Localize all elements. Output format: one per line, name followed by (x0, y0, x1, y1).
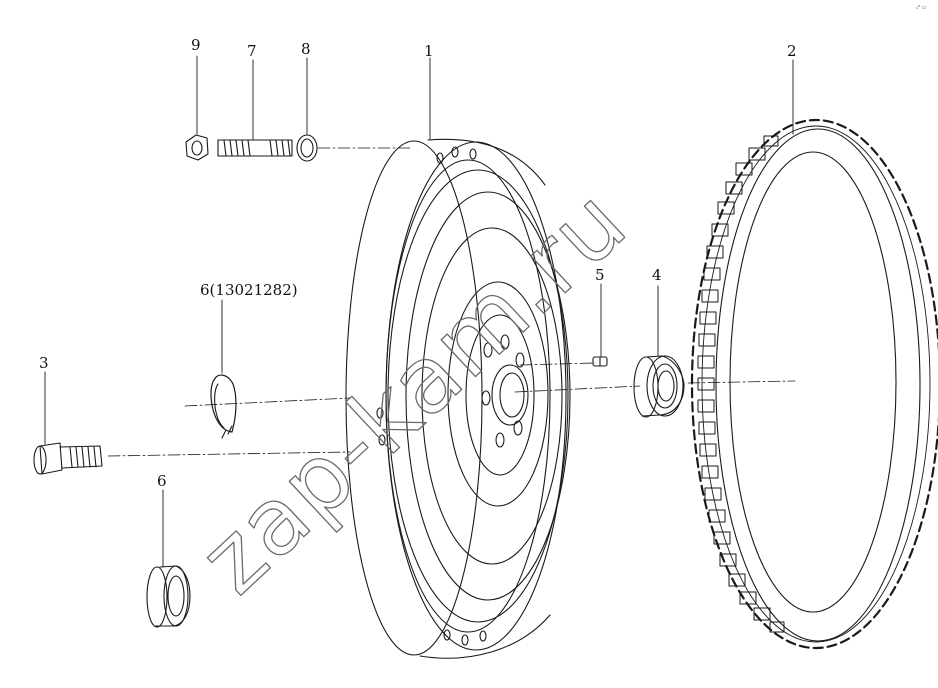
gear-teeth (697, 135, 785, 633)
bolt (33, 442, 103, 475)
leader-lines (44, 55, 794, 568)
callout-9: 9 (191, 36, 201, 54)
nut (185, 134, 209, 161)
pin (592, 356, 608, 367)
stud (217, 139, 293, 157)
flywheel (345, 138, 571, 659)
callout-2: 2 (787, 42, 797, 60)
callout-1: 1 (424, 42, 434, 60)
watermark: zap-kam.ru (180, 168, 647, 614)
callouts: 1 2 3 4 5 6(13021282) 6 7 8 9 (39, 36, 797, 490)
bearing-6 (146, 565, 191, 628)
callout-6-bottom: 6 (157, 472, 167, 490)
callout-4: 4 (652, 266, 662, 284)
callout-8: 8 (301, 40, 311, 58)
bearing-4 (633, 355, 685, 418)
callout-6-top: 6(13021282) (200, 281, 298, 299)
snap-ring (210, 374, 237, 439)
washer (296, 134, 318, 162)
callout-5: 5 (595, 266, 605, 284)
callout-3: 3 (39, 354, 49, 372)
corner-mark: ₓ⁰ ▭ (916, 5, 927, 11)
ring-gear (690, 118, 938, 650)
callout-7: 7 (247, 42, 257, 60)
